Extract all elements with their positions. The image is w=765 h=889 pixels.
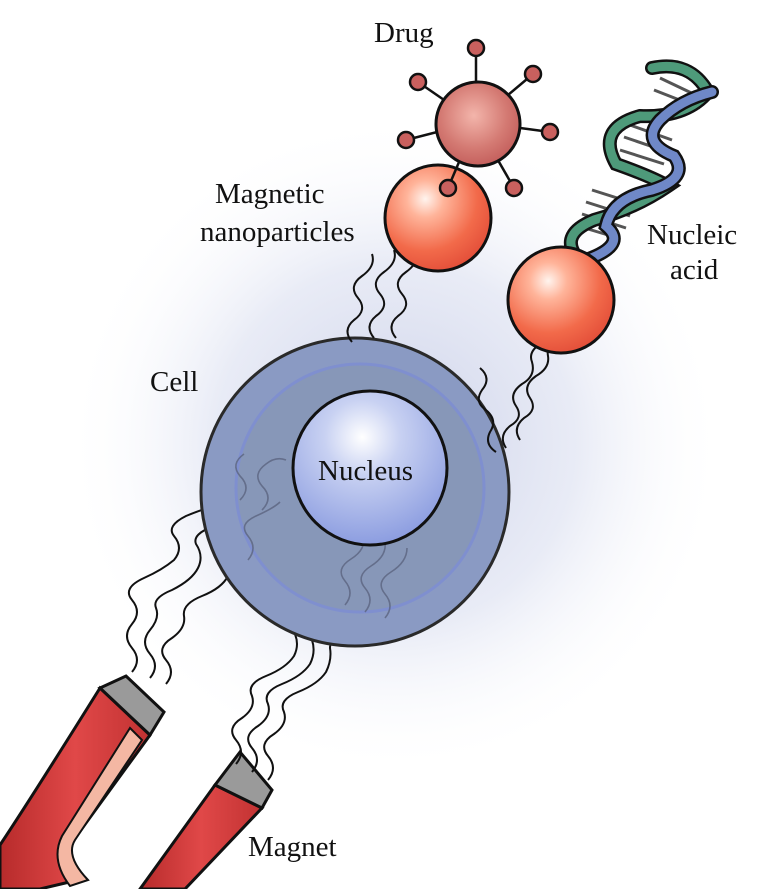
nucleic-acid-label-line2: acid: [670, 254, 719, 286]
magnet-tip-left: [97, 674, 166, 738]
magnet-tip-right: [212, 749, 274, 810]
magnet: [0, 674, 274, 889]
magnetic-nanoparticle-right: [506, 245, 616, 355]
nucleic-acid-label-line1: Nucleic: [647, 219, 737, 251]
magnet-label: Magnet: [248, 831, 337, 863]
magnetic-nanoparticles-label-line1: Magnetic: [215, 178, 325, 210]
internal-field-lines: [235, 453, 408, 619]
drug-core: [434, 80, 522, 168]
nucleus: [291, 389, 449, 547]
nucleus-label: Nucleus: [318, 455, 413, 487]
magnetic-nanoparticles-label-line2: nanoparticles: [200, 216, 355, 248]
drug-label: Drug: [374, 17, 434, 49]
magnetic-nanoparticle-top: [383, 163, 493, 273]
cell-label: Cell: [150, 366, 198, 398]
drug-molecule: [396, 38, 560, 198]
nucleic-acid-helix: [564, 59, 719, 269]
magnet-highlight: [56, 726, 144, 888]
nanoparticle-linkers-right: [477, 337, 559, 453]
magnet-body-left: [0, 685, 152, 889]
